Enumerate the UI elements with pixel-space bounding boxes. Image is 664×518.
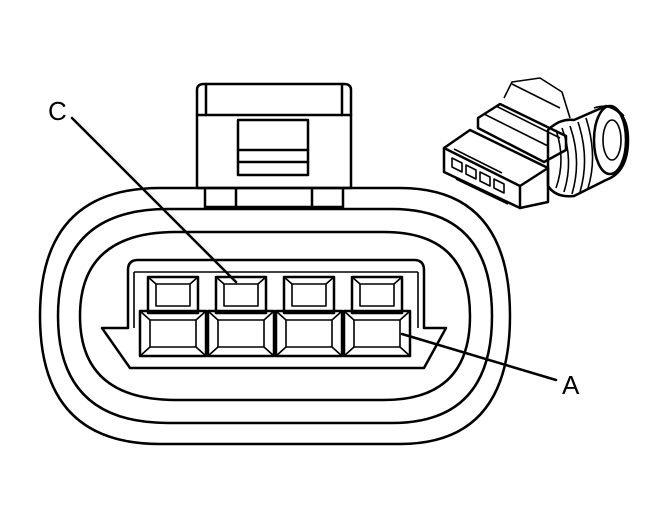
terminal-1 — [138, 275, 208, 358]
housing-rim — [56, 207, 494, 425]
connector-face-view — [38, 82, 512, 446]
callout-a-label: A — [562, 370, 580, 400]
terminal-3 — [274, 275, 344, 358]
terminal-2 — [206, 275, 276, 358]
locking-tab — [195, 82, 353, 209]
terminal-4 — [342, 275, 412, 358]
callout-a: A — [400, 332, 580, 400]
callout-c-leader — [70, 116, 238, 284]
connector-iso-view — [442, 77, 630, 210]
terminal-cavity — [100, 258, 448, 370]
callout-a-leader — [400, 332, 558, 382]
terminal-row — [138, 275, 412, 358]
seal-contour — [78, 230, 472, 402]
callout-c: C — [48, 96, 238, 284]
callout-c-label: C — [48, 96, 67, 126]
outer-housing — [38, 186, 512, 446]
